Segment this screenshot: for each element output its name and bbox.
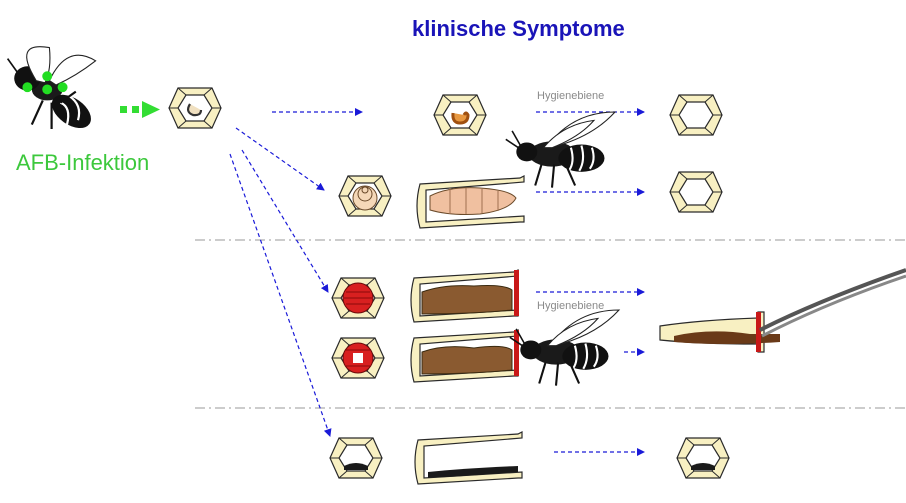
removed-larva-tube-icon xyxy=(660,312,780,352)
scale-cell-icon-2 xyxy=(677,438,729,478)
hygiene-bee-icon-2 xyxy=(510,310,619,386)
empty-cell-icon-2 xyxy=(670,172,722,212)
empty-cell-icon-1 xyxy=(670,95,722,135)
pupa-tube-icon xyxy=(417,176,524,228)
hygiene-label-2: Hygienebiene xyxy=(537,300,604,312)
infecting-bee-icon xyxy=(8,47,97,135)
infection-arrow xyxy=(120,101,160,118)
diagram-title: klinische Symptome xyxy=(412,16,625,42)
hygiene-label-1: Hygienebiene xyxy=(537,90,604,102)
tweezers-icon xyxy=(760,270,906,336)
infected-cell-icon xyxy=(169,88,221,128)
diseased-cell-icon-1 xyxy=(332,278,384,318)
scale-cell-icon xyxy=(330,438,382,478)
scale-tube-icon xyxy=(415,432,522,484)
diseased-cell-icon-2 xyxy=(332,338,384,378)
decomposing-larva-tube-2 xyxy=(411,330,519,382)
larva-cell-icon xyxy=(434,95,486,135)
capped-cell-icon xyxy=(339,176,391,216)
decomposing-larva-tube-1 xyxy=(411,270,519,322)
infection-label: AFB-Infektion xyxy=(16,150,149,176)
